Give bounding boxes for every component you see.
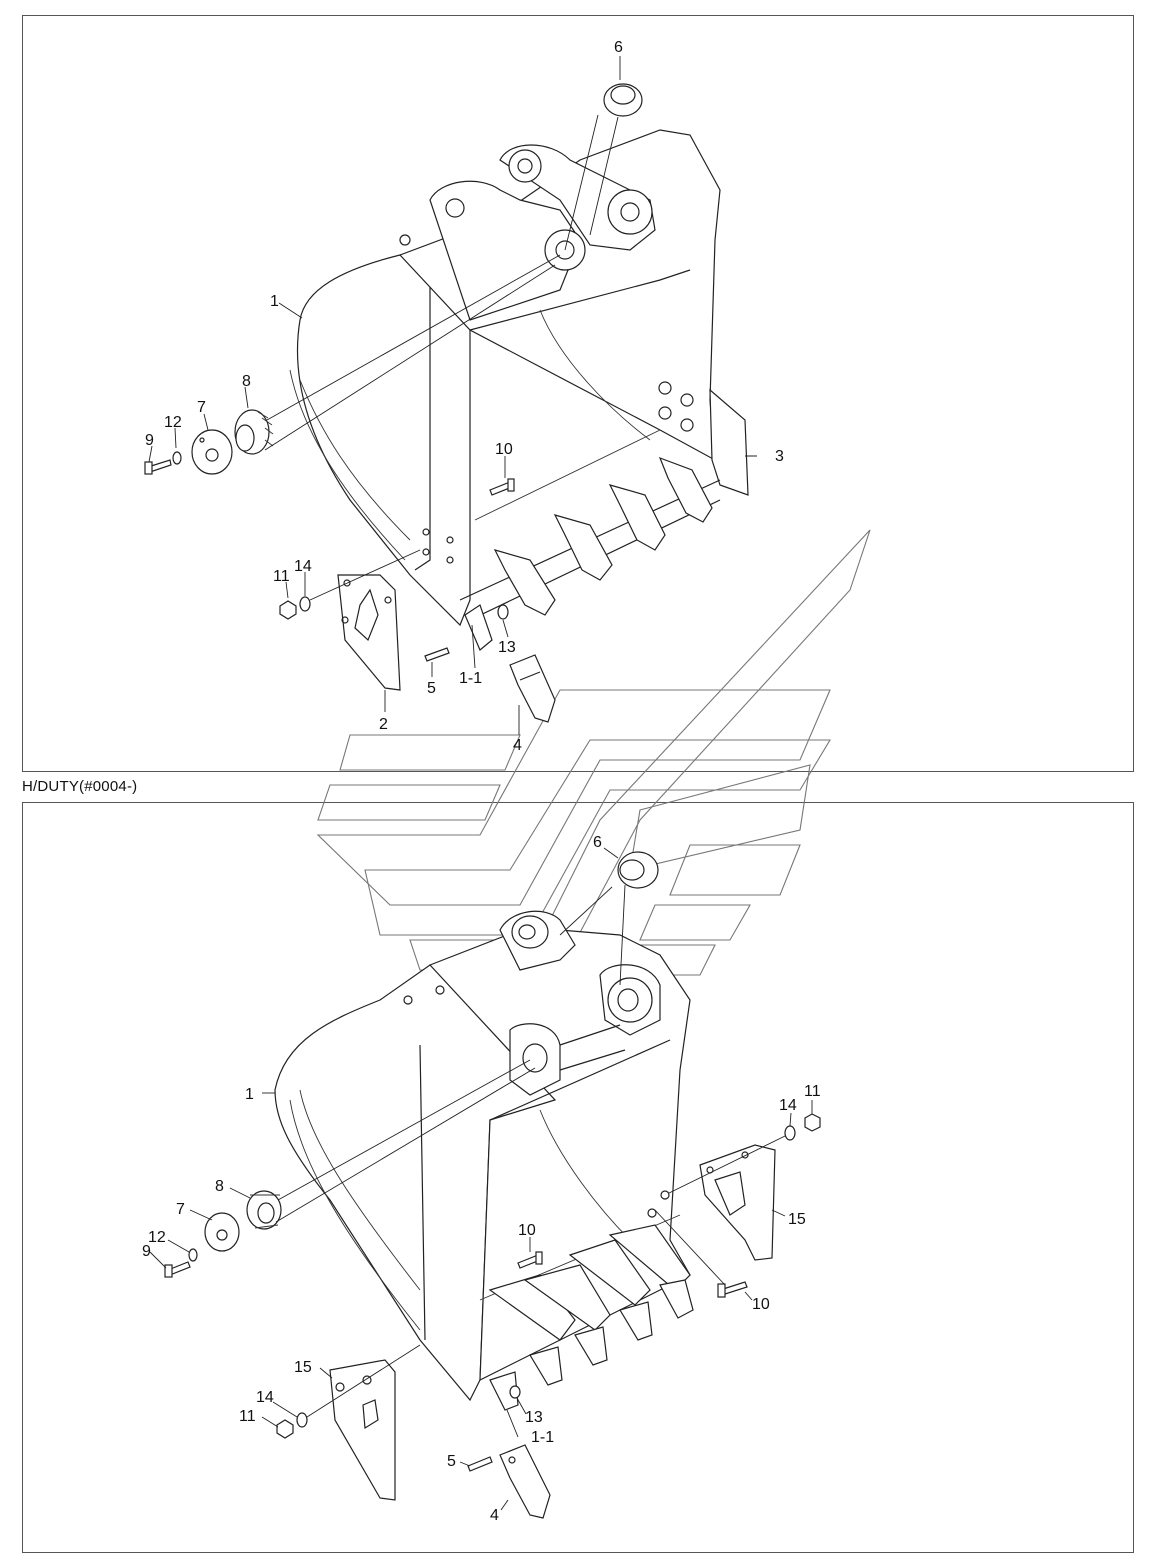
callout-2: 2 <box>379 716 388 733</box>
callout-7: 7 <box>197 399 206 416</box>
callout-1-1: 1-1 <box>459 670 482 687</box>
callout-14: 14 <box>294 558 312 575</box>
callout-15: 15 <box>788 1211 806 1228</box>
callout-10: 10 <box>752 1296 770 1313</box>
callout-4: 4 <box>513 737 522 754</box>
bottom-bucket-drawing <box>164 851 821 1519</box>
callout-9: 9 <box>142 1243 151 1260</box>
section-title: H/DUTY(#0004-) <box>22 778 138 795</box>
callout-6: 6 <box>593 834 602 851</box>
callout-7: 7 <box>176 1201 185 1218</box>
callout-11: 11 <box>239 1408 256 1425</box>
callout-12: 12 <box>148 1229 166 1246</box>
callout-8: 8 <box>242 373 251 390</box>
callout-10: 10 <box>495 441 513 458</box>
callout-5: 5 <box>427 680 436 697</box>
callout-6: 6 <box>614 39 623 56</box>
callout-8: 8 <box>215 1178 224 1195</box>
callout-9: 9 <box>145 432 154 449</box>
callout-1: 1 <box>270 293 279 310</box>
callout-1-1: 1-1 <box>531 1429 554 1446</box>
callout-15: 15 <box>294 1359 312 1376</box>
callout-11: 11 <box>273 568 290 585</box>
bottom-leaders <box>149 847 813 1511</box>
callout-10: 10 <box>518 1222 536 1239</box>
top-leaders <box>148 56 757 735</box>
callout-12: 12 <box>164 414 182 431</box>
top-diagram-panel <box>22 15 1134 772</box>
callout-5: 5 <box>447 1453 456 1470</box>
top-callouts: 1 3 6 8 7 12 9 10 11 14 13 1-1 5 2 4 <box>145 39 784 754</box>
callout-13: 13 <box>525 1409 543 1426</box>
watermark-logo <box>316 529 871 976</box>
callout-13: 13 <box>498 639 516 656</box>
callout-14: 14 <box>256 1389 274 1406</box>
top-bucket-drawing <box>144 83 749 723</box>
callout-4: 4 <box>490 1507 499 1524</box>
callout-11: 11 <box>804 1083 821 1100</box>
callout-1: 1 <box>245 1086 254 1103</box>
bottom-callouts: 6 1 8 7 12 9 10 10 14 11 15 15 14 11 13 … <box>142 834 821 1524</box>
callout-14: 14 <box>779 1097 797 1114</box>
callout-3: 3 <box>775 448 784 465</box>
